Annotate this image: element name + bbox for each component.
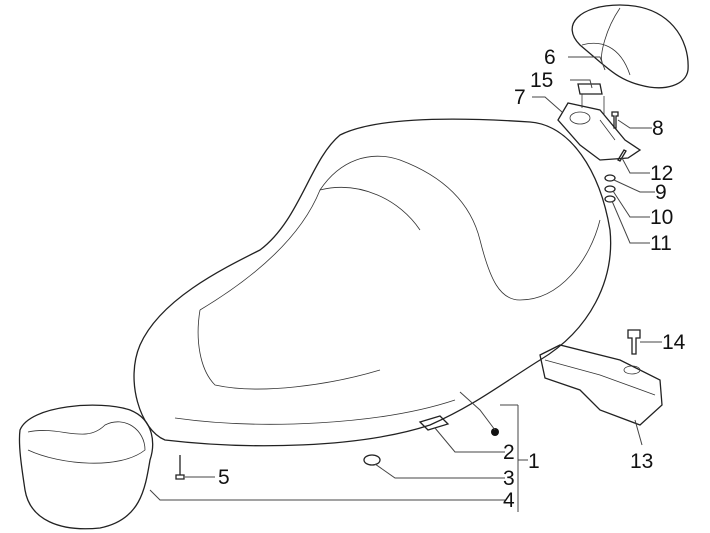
callout-6: 6 xyxy=(544,46,556,69)
callout-10: 10 xyxy=(650,206,673,229)
callout-3: 3 xyxy=(503,467,515,490)
backrest xyxy=(571,4,689,89)
callout-13: 13 xyxy=(630,450,653,473)
seat-liner-tray xyxy=(18,404,154,530)
callout-7: 7 xyxy=(514,86,526,109)
leader-lines xyxy=(149,56,662,512)
callout-2: 2 xyxy=(503,441,515,464)
callout-15: 15 xyxy=(530,69,553,92)
callout-14: 14 xyxy=(662,331,686,354)
backrest-bracket xyxy=(557,83,642,161)
callout-11: 11 xyxy=(650,232,672,255)
callout-12: 12 xyxy=(650,162,673,185)
callout-8: 8 xyxy=(652,117,664,140)
callout-4: 4 xyxy=(503,489,515,512)
storage-box xyxy=(539,344,663,426)
callout-5: 5 xyxy=(218,466,230,489)
hardware xyxy=(175,111,641,480)
callout-1: 1 xyxy=(528,450,540,473)
callout-9: 9 xyxy=(655,181,667,204)
seat xyxy=(133,118,612,447)
